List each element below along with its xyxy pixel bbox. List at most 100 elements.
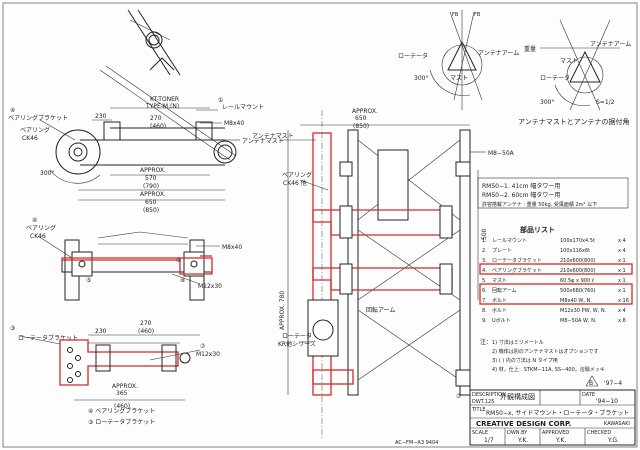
tb-location: KAWASAKI bbox=[604, 421, 630, 427]
center-antenna-mast: アンテナマスト bbox=[252, 133, 294, 140]
parts-row-size: 100x116x6t bbox=[560, 248, 590, 254]
parts-row-no: 3. bbox=[482, 258, 487, 264]
callout-3: ③ bbox=[10, 325, 15, 332]
tr-mast: マスト bbox=[450, 75, 468, 82]
center-rotator: ローテータ bbox=[282, 332, 312, 340]
parts-row-qty: x 1 bbox=[618, 278, 626, 284]
bottom-left-view: ③ ローテータブラケット 230 270 (460) APPROX. 365 (… bbox=[10, 320, 220, 426]
center-m8-50a: M8−50A bbox=[488, 150, 515, 157]
m12x30-bl: M12x30 bbox=[196, 351, 220, 358]
parts-row-size: 60.5φ x 900 ℓ bbox=[560, 278, 594, 284]
tb-date-label: DATE bbox=[582, 392, 595, 398]
parts-row-no: 1. bbox=[482, 238, 487, 244]
parts-row-size: M8x40 W, N. bbox=[560, 298, 592, 304]
dim-270-bl: 270 bbox=[140, 320, 152, 327]
parts-row-name: マスト bbox=[492, 278, 507, 284]
parts-list-title: 部品リスト bbox=[520, 225, 555, 234]
top-left-view: KT-TONER TYPE-M.(N) レールマウント M8x40 アンテナマス… bbox=[8, 9, 284, 214]
tr-weight: 重量 bbox=[524, 45, 536, 53]
parts-row-qty: x 4 bbox=[618, 238, 626, 244]
m12x30-mid: M12x30 bbox=[198, 283, 222, 290]
callout-5: ⑤ bbox=[86, 277, 91, 284]
parts-row-size: 210x600(800) bbox=[560, 268, 596, 274]
dim-230: 230 bbox=[95, 113, 107, 120]
callout-1: ① bbox=[218, 97, 223, 104]
tb-scale-label: SCALE bbox=[472, 430, 488, 436]
parts-row-qty: x 4 bbox=[618, 248, 626, 254]
tb-title-label: TITLE bbox=[471, 407, 486, 413]
revision-mark: B '97−4 bbox=[585, 375, 622, 387]
title-block: DESCRIPTION 外観構成図 DWT.125 DATE '94−10 TI… bbox=[469, 389, 636, 446]
form-code: AC−FM−A3 9404 bbox=[395, 440, 438, 446]
tr-caption: アンテナマストとアンテナの据付角 bbox=[518, 117, 629, 126]
note-item: 2) 機体は別のアンテナマストはオプションです bbox=[492, 348, 599, 355]
dim-approx-bl: APPROX. bbox=[112, 383, 138, 390]
tr-fb: FB bbox=[452, 12, 459, 18]
center-callout-7: ⑦ bbox=[456, 393, 462, 400]
center-view: APPROX. 650 (850) アンテナマスト M8−50A ベアリング C… bbox=[252, 108, 515, 440]
parts-row-no: 8. bbox=[482, 308, 487, 314]
center-bearing-model: CK46 他 bbox=[283, 179, 307, 187]
callout-7-bl: ⑦ bbox=[200, 343, 206, 350]
bearing-model-mid: CK46 bbox=[30, 233, 46, 240]
spec-line-3: 許容搭載アンテナ : 重量 50kg, 受風面積 2m² 以下 bbox=[482, 201, 597, 208]
note-item: 1) 寸法はミリメートル bbox=[492, 339, 544, 346]
angle-300: 300° bbox=[40, 170, 54, 177]
dim-790: (790) bbox=[143, 183, 159, 190]
dim-650: 650 bbox=[145, 199, 157, 206]
parts-row-no: 4. bbox=[482, 268, 487, 274]
spec-line-1: RM50−1. 41cm 幅タワー用 bbox=[482, 182, 560, 190]
parts-row-size: 500x680(760) bbox=[560, 288, 596, 294]
parts-row-name: Uボルト bbox=[492, 317, 511, 324]
m8x40-mid: M8x40 bbox=[222, 244, 242, 251]
tr-rotator-2: ローテータ bbox=[540, 74, 570, 82]
center-dim-500: 500 bbox=[481, 228, 488, 240]
center-arm: 回転アーム bbox=[366, 306, 395, 314]
tr-ratio: S=1/2 bbox=[596, 99, 615, 106]
antenna-mast-label: アンテナマスト bbox=[242, 138, 284, 145]
parts-row-no: 2. bbox=[482, 248, 487, 254]
callout-4: ④ bbox=[10, 107, 15, 114]
bearing-bracket-label: ベアリングブラケット bbox=[8, 114, 68, 122]
parts-row-qty: x 8 bbox=[618, 318, 626, 324]
kt-toner-label: KT-TONER bbox=[150, 96, 179, 103]
bearing-label: ベアリング bbox=[20, 126, 50, 134]
tb-approved-value: Y.K. bbox=[555, 437, 566, 444]
dim-approx-a: APPROX. bbox=[140, 167, 166, 174]
dim-230-bl: 230 bbox=[95, 328, 107, 335]
center-bearing: ベアリング bbox=[282, 171, 312, 179]
callout-8: ⑧ bbox=[180, 277, 185, 284]
tb-date-value: '94−10 bbox=[596, 398, 618, 405]
tr-mast-2: マスト bbox=[560, 58, 578, 65]
tb-drawn-label: DWN.BY bbox=[507, 430, 528, 436]
dim-approx-b: APPROX. bbox=[140, 191, 166, 198]
parts-row-qty: x 1 bbox=[618, 288, 626, 294]
dim-460-bl: (460) bbox=[138, 328, 154, 335]
parts-row-qty: x 4 bbox=[618, 308, 626, 314]
tr-antenna-arm: アンテナアーム bbox=[478, 50, 519, 57]
legend-3: ③ ローテータブラケット bbox=[88, 418, 155, 426]
legend-4: ④ ベアリングブラケット bbox=[88, 407, 155, 415]
bearing-model: CK46 bbox=[22, 135, 38, 142]
tb-checked-label: CHECKED bbox=[587, 430, 611, 436]
parts-row-name: ベアリングブラケット bbox=[492, 267, 542, 274]
notes-title: 注： bbox=[480, 338, 492, 346]
tr-rotator: ローテータ bbox=[398, 52, 428, 60]
parts-row-qty: x 1 bbox=[618, 258, 626, 264]
tb-approved-label: APPROVED bbox=[542, 430, 569, 436]
top-right-diagrams: ローテータ マスト アンテナアーム FB FB 300° アンテナアーム 重量 … bbox=[398, 10, 631, 126]
dim-460b: (460) bbox=[114, 403, 130, 410]
parts-row-no: 9. bbox=[482, 318, 487, 324]
parts-row-name: ボルト bbox=[492, 307, 507, 314]
revision-date: '97−4 bbox=[604, 380, 622, 387]
parts-row-name: ローテータブラケット bbox=[492, 257, 542, 264]
tb-company: CREATIVE DESIGN CORP. bbox=[476, 420, 571, 428]
parts-row-qty: x 16 bbox=[618, 298, 629, 304]
tb-scale-value: 1/7 bbox=[484, 437, 494, 444]
dim-270: 270 bbox=[150, 115, 162, 122]
tr-antenna-arm-2: アンテナアーム bbox=[590, 41, 631, 48]
parts-row-no: 6. bbox=[482, 288, 487, 294]
rotator-bracket-label: ローテータブラケット bbox=[18, 334, 78, 342]
